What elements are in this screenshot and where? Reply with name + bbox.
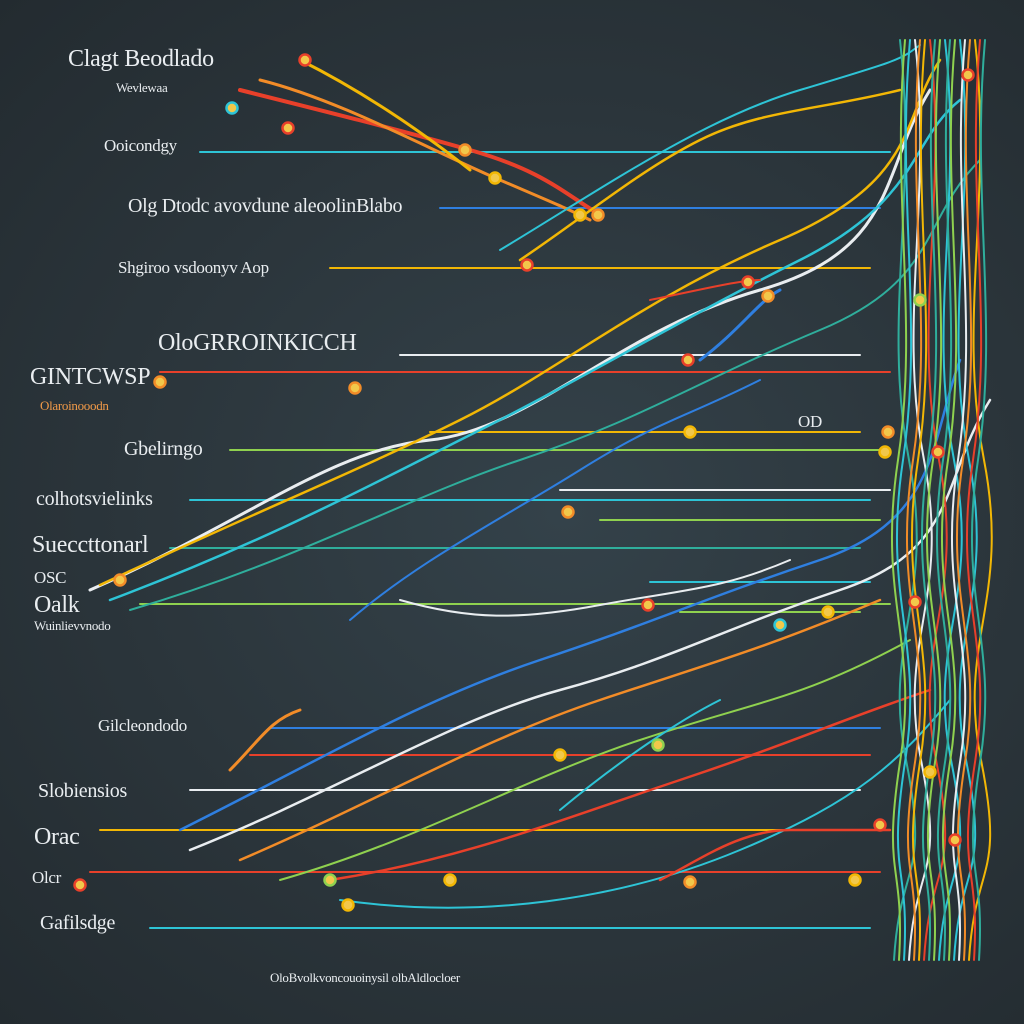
junction-node — [908, 595, 922, 609]
bundle-cable — [940, 39, 958, 961]
junction-node — [961, 68, 975, 82]
bundle-cable — [953, 39, 978, 961]
diagonal-connector — [559, 699, 721, 811]
junction-node — [931, 445, 945, 459]
label-2: Olg Dtodc avovdune aleoolinBlabo — [128, 195, 403, 217]
junction-node — [153, 375, 167, 389]
junction-node — [881, 425, 895, 439]
diagonal-connector — [258, 78, 592, 222]
bundle-cable — [938, 39, 963, 961]
junction-node — [923, 765, 937, 779]
diagonal-connector — [658, 828, 892, 882]
bundle-cable — [895, 39, 913, 961]
junction-node — [573, 208, 587, 222]
junction-node — [651, 738, 665, 752]
junction-node — [773, 618, 787, 632]
label-11: Gilcleondodo — [98, 716, 187, 735]
label-1: Ooicondgy — [104, 136, 177, 155]
diagonal-connector — [178, 358, 962, 832]
diagonal-connector — [328, 688, 932, 882]
bundle-cable — [905, 39, 923, 961]
label-5-sub: Olaroinooodn — [40, 398, 109, 413]
bundle-cable — [970, 39, 988, 961]
label-7: colhotsvielinks — [36, 488, 153, 510]
junction-node — [873, 818, 887, 832]
bundle-cable — [923, 39, 948, 961]
diagonal-connector — [339, 699, 951, 909]
label-16: OD — [798, 412, 822, 431]
junction-node — [741, 275, 755, 289]
junction-node — [488, 171, 502, 185]
diagonal-connector — [499, 44, 921, 251]
junction-nodes — [73, 53, 975, 912]
bundle-cable — [893, 39, 918, 961]
diagonal-connector — [238, 598, 882, 862]
bundle-cable — [890, 39, 908, 961]
bundle-cable — [950, 39, 968, 961]
junction-node — [553, 748, 567, 762]
junction-node — [348, 381, 362, 395]
diagonal-connector — [98, 58, 942, 587]
label-15: Gafilsdge — [40, 912, 116, 934]
junction-node — [341, 898, 355, 912]
diagonal-connector — [108, 98, 962, 602]
junction-node — [821, 605, 835, 619]
diagonal-connector — [518, 88, 902, 262]
junction-node — [323, 873, 337, 887]
diagonal-connector — [349, 379, 761, 621]
diagonal-connector — [399, 559, 791, 617]
label-5: GINTCWSP — [30, 364, 151, 390]
diagonal-connector — [188, 398, 992, 852]
junction-node — [948, 833, 962, 847]
bundle-cable — [908, 39, 933, 961]
junction-node — [683, 875, 697, 889]
junction-node — [761, 289, 775, 303]
label-6: Gbelirngo — [124, 438, 203, 460]
diagram-title: Clagt Beodlado — [68, 46, 214, 72]
label-14: Olcr — [32, 868, 62, 887]
junction-node — [878, 445, 892, 459]
junction-node — [641, 598, 655, 612]
junction-node — [913, 293, 927, 307]
label-8: Sueccttonarl — [32, 532, 149, 558]
bundle-cable — [910, 39, 928, 961]
label-4: OloGRROINKICCH — [158, 330, 357, 356]
label-10: Oalk — [34, 592, 80, 618]
label-13: Orac — [34, 824, 80, 850]
junction-node — [73, 878, 87, 892]
junction-node — [683, 425, 697, 439]
junction-node — [225, 101, 239, 115]
junction-node — [443, 873, 457, 887]
junction-node — [298, 53, 312, 67]
junction-node — [848, 873, 862, 887]
junction-node — [561, 505, 575, 519]
diagonal-connector — [279, 639, 911, 881]
bundle-cable — [955, 39, 973, 961]
connector-lines — [88, 39, 993, 961]
junction-node — [113, 573, 127, 587]
label-9: OSC — [34, 568, 67, 587]
diagonal-connector — [298, 58, 472, 172]
footer-caption: OloBvolkvoncouoinysil olbAldlocloer — [270, 970, 460, 985]
label-10-sub: Wuinlievvnodo — [34, 618, 111, 633]
junction-node — [458, 143, 472, 157]
bundle-cable — [925, 39, 943, 961]
junction-node — [520, 258, 534, 272]
label-3: Shgiroo vsdoonyv Aop — [118, 258, 269, 277]
diagonal-connector — [228, 708, 302, 772]
label-12: Slobiensios — [38, 780, 127, 802]
bundle-cable — [965, 39, 983, 961]
junction-node — [281, 121, 295, 135]
diagram-title-sub: Wevlewaa — [116, 80, 168, 95]
bundle-cable — [920, 39, 938, 961]
junction-node — [591, 208, 605, 222]
bundle-cable — [968, 39, 993, 961]
bundle-cable — [935, 39, 953, 961]
junction-node — [681, 353, 695, 367]
